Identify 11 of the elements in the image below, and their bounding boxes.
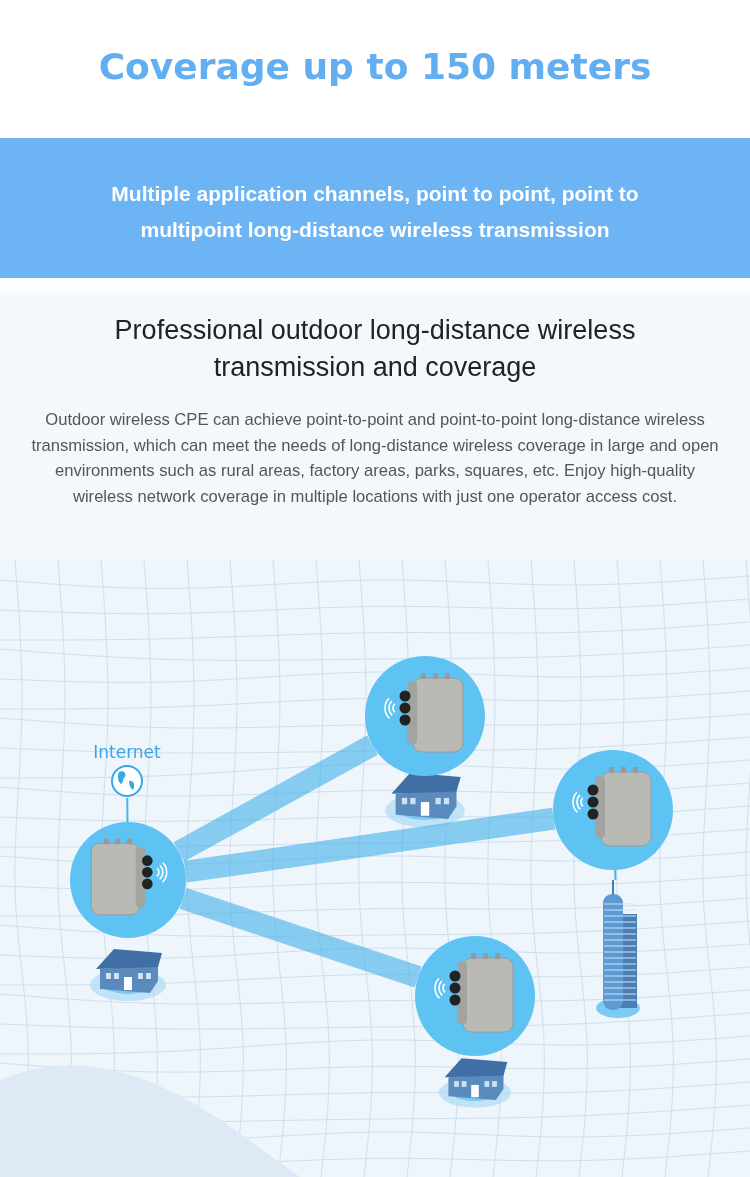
connector-line	[126, 797, 129, 823]
node-label: Internet	[92, 742, 162, 762]
description-text: Outdoor wireless CPE can achieve point-to-point and point-to-point long-distance wireless transmission, which can meet the needs of long-distance wireless coverage in large and open environments such as rural areas, factory areas, parks, squares, etc. Enjoy high-quality wireless network coverage in multiple locations with just one operator access cost.	[30, 409, 720, 508]
link-beam	[183, 807, 556, 883]
connector-line	[614, 868, 617, 881]
heading: Professional outdoor long-distance wireless transmission and coverage	[113, 314, 637, 384]
link-beam	[173, 735, 378, 862]
title: Coverage up to 150 meters	[97, 46, 653, 87]
tower-drawing	[595, 880, 641, 1020]
banner-text: Multiple application channels, point to point, point to multipoint long-distance wireless transmission	[110, 181, 640, 243]
link-beam	[179, 887, 422, 988]
